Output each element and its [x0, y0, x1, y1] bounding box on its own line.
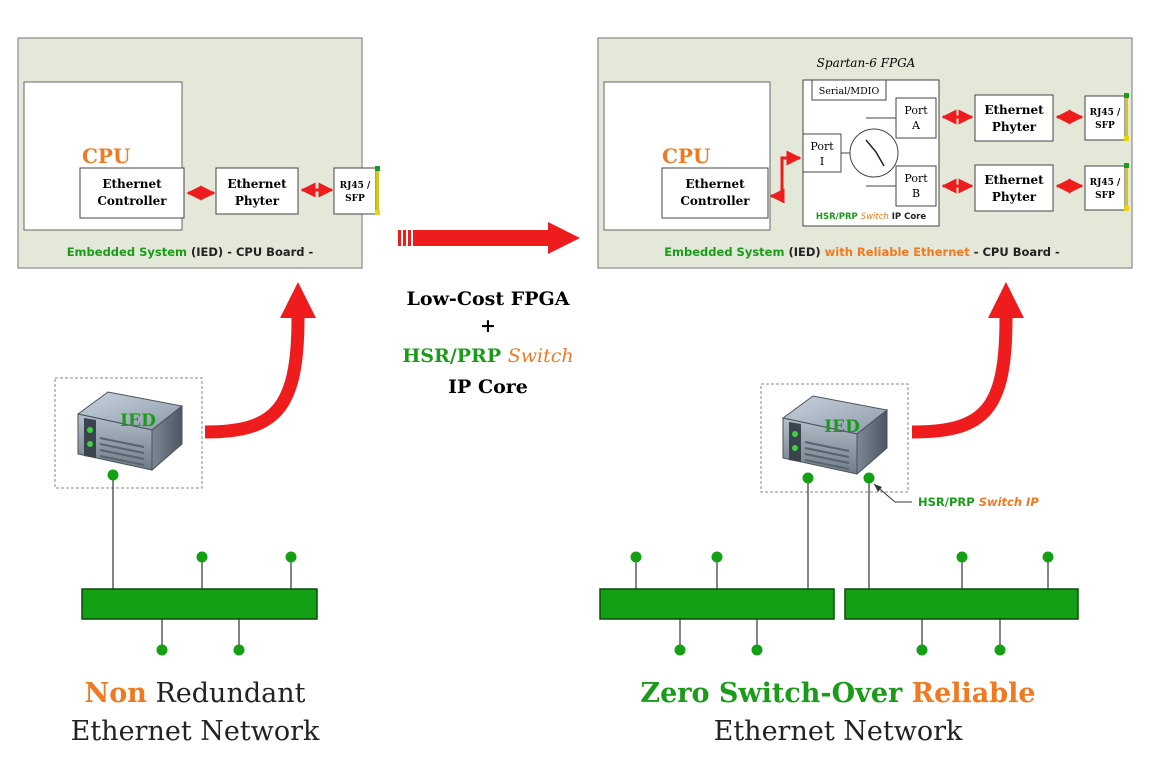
left-controller-line2: Controller [97, 194, 167, 208]
right-network-bus-b [844, 588, 1079, 620]
right-rj45-a: RJ45 / SFP [1084, 93, 1129, 141]
right-controller-line2: Controller [680, 194, 750, 208]
core-caption: HSR/PRP Switch IP Core [816, 212, 927, 222]
right-ied-server-icon [781, 395, 889, 476]
port-i-line2: I [820, 155, 824, 168]
switch-ip-label: HSR/PRP Switch IP [918, 495, 1039, 509]
left-ied-server-icon [76, 391, 184, 472]
right-controller-line1: Ethernet [685, 177, 745, 191]
right-cpu-board: Spartan-6 FPGA CPU Ethernet Controller S… [597, 37, 1133, 269]
link-controller-port-i [769, 150, 802, 204]
serial-mdio-box [811, 79, 887, 101]
left-network-bus [81, 588, 318, 620]
left-ied-frame [54, 377, 203, 489]
right-network [599, 472, 1079, 656]
right-network-title-line1: Zero Switch-Over Reliable [640, 678, 1035, 709]
phyter-a-line2: Phyter [992, 120, 1037, 134]
right-network-bus-a [599, 588, 835, 620]
phyter-a-line1: Ethernet [984, 103, 1044, 117]
right-ied-label: IED [824, 417, 860, 437]
right-rj45-b: RJ45 / SFP [1084, 163, 1129, 211]
switch-ip-pointer [873, 483, 912, 503]
rj45-a-line1: RJ45 / [1090, 108, 1121, 118]
center-caption: Low-Cost FPGA + HSR/PRP Switch IP Core [402, 288, 573, 398]
port-a-line1: Port [904, 104, 928, 117]
left-cpu-label: CPU [82, 144, 130, 168]
fpga-label: Spartan-6 FPGA [817, 56, 916, 70]
left-network-title-line2: Ethernet Network [71, 716, 320, 747]
left-rj45-connector: RJ45 / SFP [333, 166, 380, 215]
left-ethernet-controller [79, 167, 185, 219]
right-phyter-b [974, 164, 1054, 212]
left-cpu-board: CPU Ethernet Controller Ethernet Phyter … [17, 37, 380, 269]
left-ied-label: IED [120, 411, 156, 431]
port-a-line2: A [911, 119, 921, 132]
rj45-b-line1: RJ45 / [1090, 178, 1121, 188]
port-i-box [802, 133, 842, 173]
rj45-b-line2: SFP [1095, 191, 1115, 201]
right-ethernet-controller [661, 167, 769, 219]
transform-arrow [398, 222, 580, 254]
right-network-title-line2: Ethernet Network [714, 716, 963, 747]
port-a-box [895, 97, 937, 139]
left-phyter-line2: Phyter [235, 194, 280, 208]
port-i-line1: Port [810, 140, 834, 153]
port-b-box [895, 165, 937, 207]
right-ied-frame [760, 383, 909, 493]
left-rj45-line2: SFP [345, 194, 365, 204]
left-rj45-line1: RJ45 / [340, 181, 371, 191]
center-line4: IP Core [448, 376, 528, 398]
right-phyter-a [974, 94, 1054, 142]
port-b-line1: Port [904, 172, 928, 185]
right-board-caption: Embedded System (IED) with Reliable Ethe… [664, 245, 1060, 259]
left-network-title-line1: Non Redundant [85, 678, 306, 709]
right-upgrade-arrow [911, 317, 1013, 439]
left-phyter-line1: Ethernet [227, 177, 287, 191]
center-line2: + [480, 315, 496, 337]
left-controller-line1: Ethernet [102, 177, 162, 191]
right-upgrade-arrowhead [988, 282, 1024, 318]
left-ethernet-phyter [215, 167, 299, 215]
left-upgrade-arrow [204, 317, 305, 439]
center-line1: Low-Cost FPGA [407, 288, 570, 310]
port-b-line2: B [912, 187, 920, 200]
serial-mdio-label: Serial/MDIO [819, 86, 880, 97]
left-upgrade-arrowhead [280, 282, 316, 318]
left-board-caption: Embedded System (IED) - CPU Board - [67, 245, 314, 259]
switch-matrix-icon [849, 128, 899, 178]
phyter-b-line2: Phyter [992, 190, 1037, 204]
rj45-a-line2: SFP [1095, 121, 1115, 131]
center-line3: HSR/PRP Switch [402, 345, 573, 367]
right-cpu-label: CPU [662, 144, 710, 168]
left-network [81, 469, 318, 656]
phyter-b-line1: Ethernet [984, 173, 1044, 187]
